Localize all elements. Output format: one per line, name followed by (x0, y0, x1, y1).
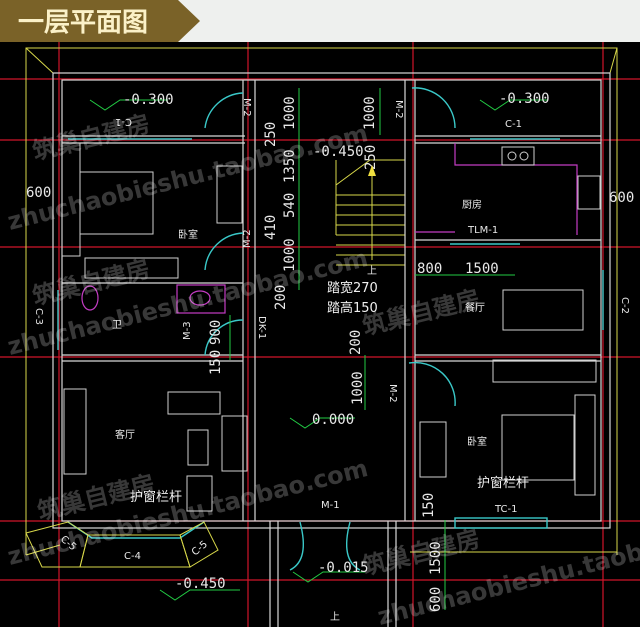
label-c3: C-3 (33, 308, 44, 325)
label-m2-nw: M-2 (241, 98, 252, 117)
opening-labels: C-1 C-1 M-2 M-2 M-2 M-2 TLM-1 M-3 DK-1 C… (33, 98, 630, 562)
dim-540: 540 (282, 193, 298, 218)
label-m3: M-3 (182, 321, 193, 340)
title-banner (0, 0, 200, 42)
dim-250-stair: 250 (363, 145, 379, 170)
level-ne: -0.300 (499, 91, 550, 107)
bay-window (25, 521, 219, 568)
rail-label-east: 护窗栏杆 (477, 475, 529, 491)
dimension-lines (89, 88, 548, 610)
label-c1-west: C-1 (115, 116, 132, 127)
fixtures (61, 142, 601, 512)
label-tlm1: TLM-1 (467, 225, 498, 236)
stair-tread: 踏宽270 (327, 280, 378, 296)
dim-150-b: 150 (421, 493, 437, 518)
room-label-bedroom-north: 卧室 (178, 228, 198, 241)
room-labels: 卧室 厨房 餐厅 卫 客厅 卧室 护窗栏杆 护窗栏杆 (112, 198, 529, 505)
label-c2: C-2 (619, 297, 630, 314)
watermark-text: 筑巢自建房 (360, 285, 483, 341)
label-dk1: DK-1 (256, 316, 267, 339)
label-c5-east: C-5 (190, 539, 210, 558)
label-m2-bed: M-2 (242, 229, 253, 248)
page-title: 一层平面图 (18, 8, 148, 38)
label-c4: C-4 (124, 551, 141, 562)
dim-410: 410 (263, 215, 279, 240)
dim-200-a: 200 (273, 285, 289, 310)
dim-800: 800 (417, 261, 442, 277)
dim-1000-a: 1000 (282, 96, 298, 130)
entry-up-label: 上 (330, 611, 340, 623)
room-label-kitchen: 厨房 (462, 198, 482, 211)
label-m2-se: M-2 (387, 384, 398, 403)
openings (57, 87, 604, 571)
dim-250: 250 (263, 122, 279, 147)
room-label-bedroom-south: 卧室 (467, 435, 487, 448)
stair-arrow-head-icon (368, 165, 376, 176)
watermark-text: 筑巢自建房 (360, 525, 483, 581)
dim-1500: 1500 (465, 261, 499, 277)
rail-label-west: 护窗栏杆 (130, 489, 182, 505)
level-nw: -0.300 (123, 92, 174, 108)
watermark: 筑巢自建房 zhuchaobieshu.taobao.com 筑巢自建房 zhu… (5, 110, 640, 627)
room-label-bath: 卫 (112, 320, 122, 331)
watermark-url: zhuchaobieshu.taobao.com (375, 514, 640, 627)
dim-600-v: 600 (428, 587, 444, 612)
axis-grid (0, 42, 640, 627)
dim-1000-b: 1000 (282, 238, 298, 272)
dim-1000-c: 1000 (362, 96, 378, 130)
dim-200-b: 200 (348, 330, 364, 355)
dim-1350: 1350 (282, 149, 298, 183)
dim-600-east: 600 (609, 190, 634, 206)
label-c1-east: C-1 (505, 119, 522, 130)
level-entry: -0.015 (318, 560, 369, 576)
walls (52, 72, 611, 627)
dim-150-a: 150 (208, 350, 224, 375)
level-south: -0.450 (175, 576, 226, 592)
watermark-text: 筑巢自建房 (30, 110, 153, 166)
room-label-dining: 餐厅 (465, 301, 485, 314)
dim-600-west: 600 (26, 185, 51, 201)
label-tc1: TC-1 (494, 504, 517, 515)
stair-labels: 踏宽270 踏高150 上 上 (327, 165, 378, 623)
dimension-labels: 1000 250 1350 540 410 1000 200 1000 250 … (26, 96, 634, 612)
level-marks: -0.300 -0.300 -0.450 0.000 -0.015 -0.450 (123, 91, 550, 592)
dim-1500-v: 1500 (428, 541, 444, 575)
room-label-living: 客厅 (115, 428, 135, 441)
level-hall: 0.000 (312, 412, 354, 428)
dim-1000-d: 1000 (350, 371, 366, 405)
dim-900: 900 (208, 320, 224, 345)
level-stair: -0.450 (313, 144, 364, 160)
label-m1: M-1 (321, 500, 340, 511)
roof-outline (25, 47, 618, 556)
label-m2-ne: M-2 (393, 100, 404, 119)
stair-up-label: 上 (367, 265, 377, 277)
stair-riser: 踏高150 (327, 300, 378, 316)
